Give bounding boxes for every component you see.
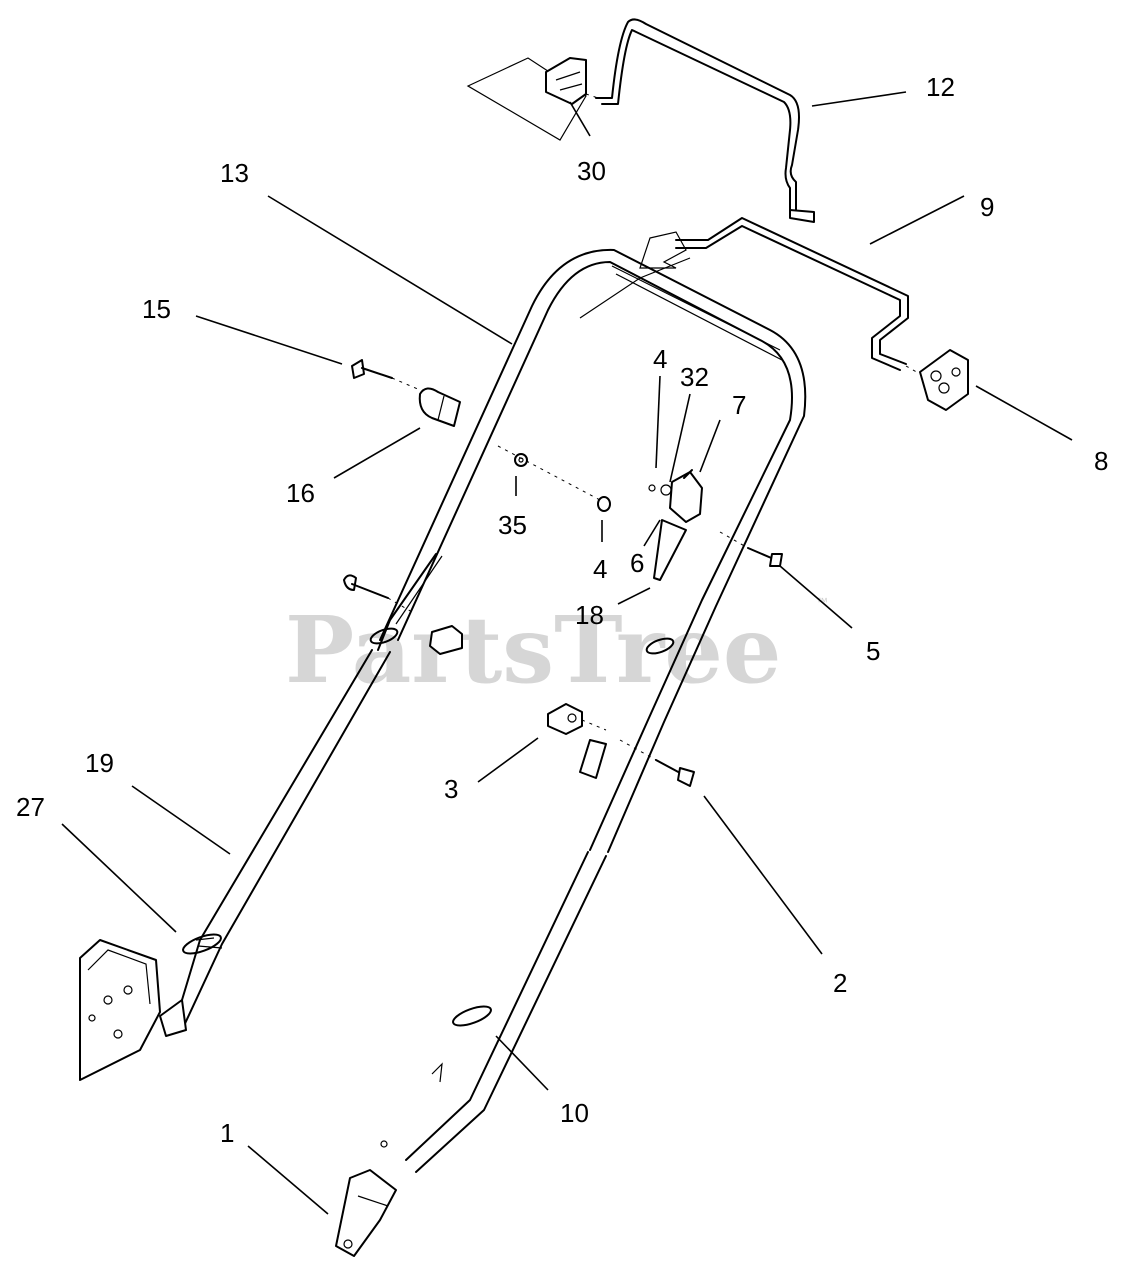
part-mounting-bracket-left — [79, 939, 161, 1081]
callout-30: 30 — [577, 156, 606, 186]
callout-19: 19 — [85, 748, 114, 778]
part-2-bolt — [619, 739, 695, 787]
part-3-knob — [547, 703, 607, 735]
callout-32: 32 — [680, 362, 709, 392]
part-15-bolt — [351, 359, 421, 391]
part-5-bolt — [719, 531, 783, 567]
leader-lines — [61, 91, 1073, 1215]
callout-18: 18 — [575, 600, 604, 630]
callout-13: 13 — [220, 158, 249, 188]
part-7-bracket-assy — [648, 469, 703, 581]
callout-6: 6 — [630, 548, 644, 578]
part-16-knob — [418, 387, 461, 427]
callout-5: 5 — [866, 636, 880, 666]
callout-12: 12 — [926, 72, 955, 102]
part-30-bracket — [466, 57, 599, 141]
callout-27: 27 — [16, 792, 45, 822]
part-bolt-left — [343, 574, 413, 613]
part-27-washer — [182, 933, 222, 955]
part-18-cable — [377, 553, 443, 651]
callout-8: 8 — [1094, 446, 1108, 476]
part-washer-spacers — [369, 627, 675, 655]
part-12-control-bail — [595, 18, 815, 223]
part-10-lower-handle-right — [405, 851, 607, 1173]
callout-4-upper: 4 — [653, 344, 667, 374]
callout-1: 1 — [220, 1118, 234, 1148]
partstree-watermark: PartsTree — [285, 596, 781, 704]
callout-7: 7 — [732, 390, 746, 420]
part-4-nut-lower — [597, 496, 611, 512]
part-8-bracket — [905, 349, 969, 411]
part-13-upper-handle — [379, 248, 807, 853]
part-35-washer — [497, 445, 601, 501]
callout-4-lower: 4 — [593, 554, 607, 584]
callout-35: 35 — [498, 510, 527, 540]
callout-9: 9 — [980, 192, 994, 222]
part-9-control-rod — [579, 217, 909, 371]
callout-10: 10 — [560, 1098, 589, 1128]
part-clip-left — [429, 625, 463, 655]
callout-2: 2 — [833, 968, 847, 998]
callout-16: 16 — [286, 478, 315, 508]
part-19-lower-handle-left — [159, 649, 391, 1037]
callout-15: 15 — [142, 294, 171, 324]
part-1-foot-bracket — [335, 1140, 397, 1257]
callout-3: 3 — [444, 774, 458, 804]
